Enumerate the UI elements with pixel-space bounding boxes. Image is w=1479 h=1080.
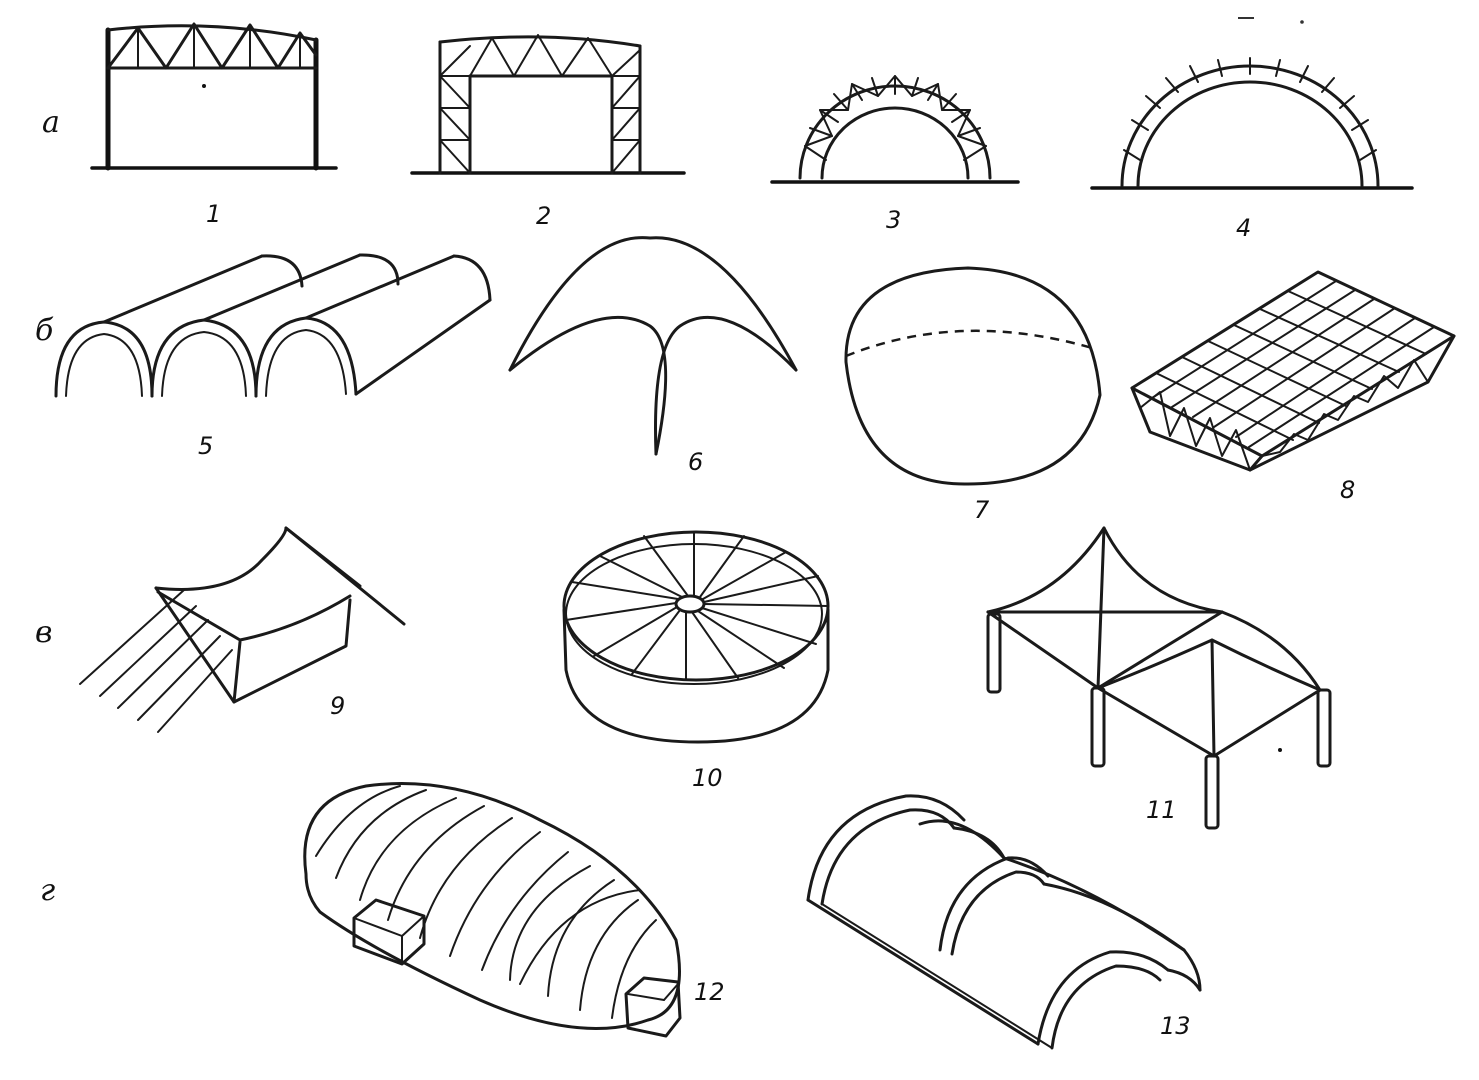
row-label-a: а	[42, 105, 60, 140]
row-label-g: г	[40, 873, 55, 908]
figure-3-number: 3	[886, 206, 901, 234]
figure-9-suspended-roof	[79, 526, 406, 733]
figure-12-number: 12	[694, 978, 725, 1006]
figure-8-number: 8	[1340, 476, 1355, 504]
figure-2-truss-portal	[410, 34, 686, 175]
figure-6-pendentive-shell	[508, 236, 798, 456]
figure-7-dome	[844, 266, 1102, 486]
figure-13-inflated-frame	[806, 794, 1202, 1050]
figure-10-radial-roof	[562, 530, 830, 744]
figure-12-air-supported	[303, 782, 682, 1038]
figure-3-truss-arch	[770, 75, 1020, 184]
figure-13-number: 13	[1160, 1012, 1191, 1040]
figure-7-number: 7	[974, 496, 990, 524]
figure-2-number: 2	[536, 202, 551, 230]
figure-1-number: 1	[206, 200, 221, 228]
figure-10-number: 10	[692, 764, 723, 792]
figure-8-grid-slab	[1130, 270, 1456, 472]
figure-1-truss-frame	[90, 22, 338, 171]
figure-11-tent-structure	[986, 526, 1332, 830]
row-label-b: б	[35, 313, 54, 348]
figure-4-segmented-arch	[1090, 57, 1414, 190]
figure-5-number: 5	[198, 432, 213, 460]
row-label-v: в	[35, 615, 52, 650]
figure-4-number: 4	[1236, 214, 1251, 242]
figure-9-number: 9	[330, 692, 345, 720]
figure-5-barrel-vaults	[54, 253, 492, 398]
figure-6-number: 6	[688, 448, 703, 476]
figure-11-number: 11	[1146, 796, 1177, 824]
